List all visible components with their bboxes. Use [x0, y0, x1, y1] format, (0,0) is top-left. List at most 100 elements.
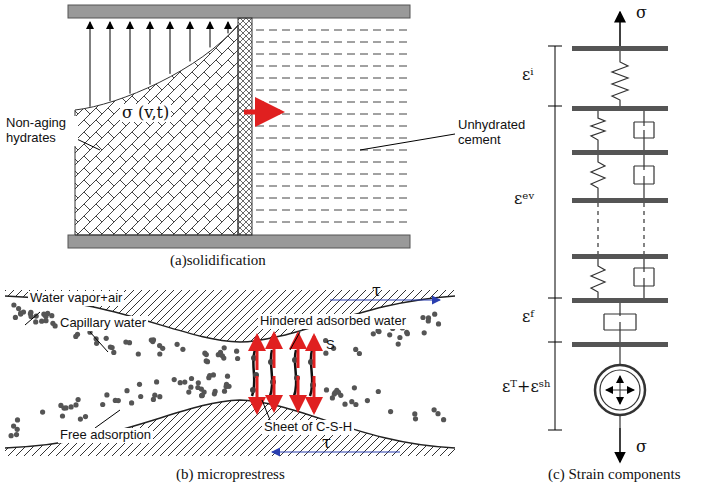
- water-molecule: [152, 393, 157, 398]
- water-dash: [256, 90, 408, 91]
- water-molecule: [388, 409, 393, 414]
- water-molecule: [157, 394, 162, 399]
- water-molecule: [63, 405, 68, 410]
- water-molecule: [426, 318, 431, 323]
- water-molecule: [175, 342, 180, 347]
- water-dash: [256, 222, 408, 223]
- water-molecule: [202, 351, 207, 356]
- water-dash: [256, 150, 408, 151]
- water-dash: [256, 126, 408, 127]
- phase-label: Sheet of C-S-H: [262, 420, 354, 435]
- water-molecule: [138, 394, 143, 399]
- water-molecule: [124, 388, 129, 393]
- water-molecule: [14, 432, 19, 437]
- stress-arrow: [170, 22, 171, 74]
- water-molecule: [11, 302, 16, 307]
- water-molecule: [396, 342, 401, 347]
- water-molecule: [69, 404, 74, 409]
- water-molecule: [41, 312, 46, 317]
- water-molecule: [195, 385, 200, 390]
- water-molecule: [189, 376, 194, 381]
- water-molecule: [342, 402, 347, 407]
- water-molecule: [224, 382, 229, 387]
- water-molecule: [376, 389, 381, 394]
- water-molecule: [13, 315, 18, 320]
- water-dash: [256, 54, 408, 55]
- water-molecule: [49, 313, 54, 318]
- water-molecule: [154, 379, 159, 384]
- water-molecule: [116, 398, 121, 403]
- water-molecule: [137, 382, 142, 387]
- water-molecule: [157, 351, 162, 356]
- stress-arrow: [228, 22, 229, 33]
- water-molecule: [111, 350, 116, 355]
- material-label: Unhydrated cement: [458, 118, 548, 148]
- water-molecule: [352, 385, 357, 390]
- water-molecule: [100, 402, 105, 407]
- water-molecule: [211, 372, 216, 377]
- water-molecule: [234, 349, 239, 354]
- water-molecule: [212, 391, 217, 396]
- water-molecule: [76, 397, 81, 402]
- water-molecule: [78, 417, 83, 422]
- water-molecule: [432, 407, 437, 412]
- phase-label: Capillary water: [58, 316, 148, 331]
- water-molecule: [235, 356, 240, 361]
- water-dash: [256, 102, 408, 103]
- water-molecule: [172, 377, 177, 382]
- water-molecule: [441, 417, 446, 422]
- water-molecule: [422, 330, 427, 335]
- stress-arrow: [150, 22, 151, 85]
- phase-label: Hindered adsorbed water: [258, 314, 408, 329]
- water-molecule: [9, 433, 14, 438]
- water-molecule: [405, 331, 410, 336]
- water-molecule: [324, 387, 329, 392]
- stress-arrow: [90, 22, 91, 107]
- water-molecule: [136, 351, 141, 356]
- water-molecule: [375, 328, 380, 333]
- water-molecule: [397, 335, 402, 340]
- water-molecule: [73, 402, 78, 407]
- water-molecule: [180, 347, 185, 352]
- water-dash: [256, 162, 408, 163]
- water-molecule: [108, 344, 113, 349]
- water-molecule: [222, 389, 227, 394]
- strain-label: εⁱ: [522, 66, 534, 84]
- water-molecule: [157, 343, 162, 348]
- water-dash: [256, 66, 408, 67]
- water-molecule: [178, 380, 183, 385]
- strain-label: εᶠ: [522, 308, 534, 326]
- strain-label: εᵀ+εˢʰ: [502, 378, 551, 396]
- stress-label: σ (v,t): [120, 104, 171, 122]
- stress-label: σ: [636, 4, 647, 22]
- stress-label: σ: [636, 438, 647, 456]
- water-dash: [256, 30, 408, 31]
- water-molecule: [53, 323, 58, 328]
- water-molecule: [196, 380, 201, 385]
- water-molecule: [387, 332, 392, 337]
- water-molecule: [353, 347, 358, 352]
- water-molecule: [357, 351, 362, 356]
- phase-label: Free adsorption: [58, 428, 153, 443]
- water-molecule: [420, 315, 425, 320]
- water-molecule: [18, 311, 23, 316]
- water-dash: [256, 210, 408, 211]
- water-molecule: [73, 334, 78, 339]
- strain-label: εᵉᵛ: [514, 190, 534, 208]
- material-label: Non-aging hydrates: [4, 116, 78, 146]
- water-molecule: [432, 312, 437, 317]
- water-molecule: [129, 400, 134, 405]
- microprestress-label: S: [326, 338, 335, 353]
- water-molecule: [220, 353, 225, 358]
- shear-label: τ: [372, 282, 381, 300]
- water-molecule: [436, 321, 441, 326]
- water-molecule: [33, 319, 38, 324]
- water-molecule: [127, 340, 132, 345]
- stress-arrow: [130, 22, 131, 94]
- water-molecule: [150, 339, 155, 344]
- water-molecule: [225, 374, 230, 379]
- water-molecule: [413, 416, 418, 421]
- stress-arrow: [190, 22, 191, 61]
- water-molecule: [222, 345, 227, 350]
- water-dash: [256, 138, 408, 139]
